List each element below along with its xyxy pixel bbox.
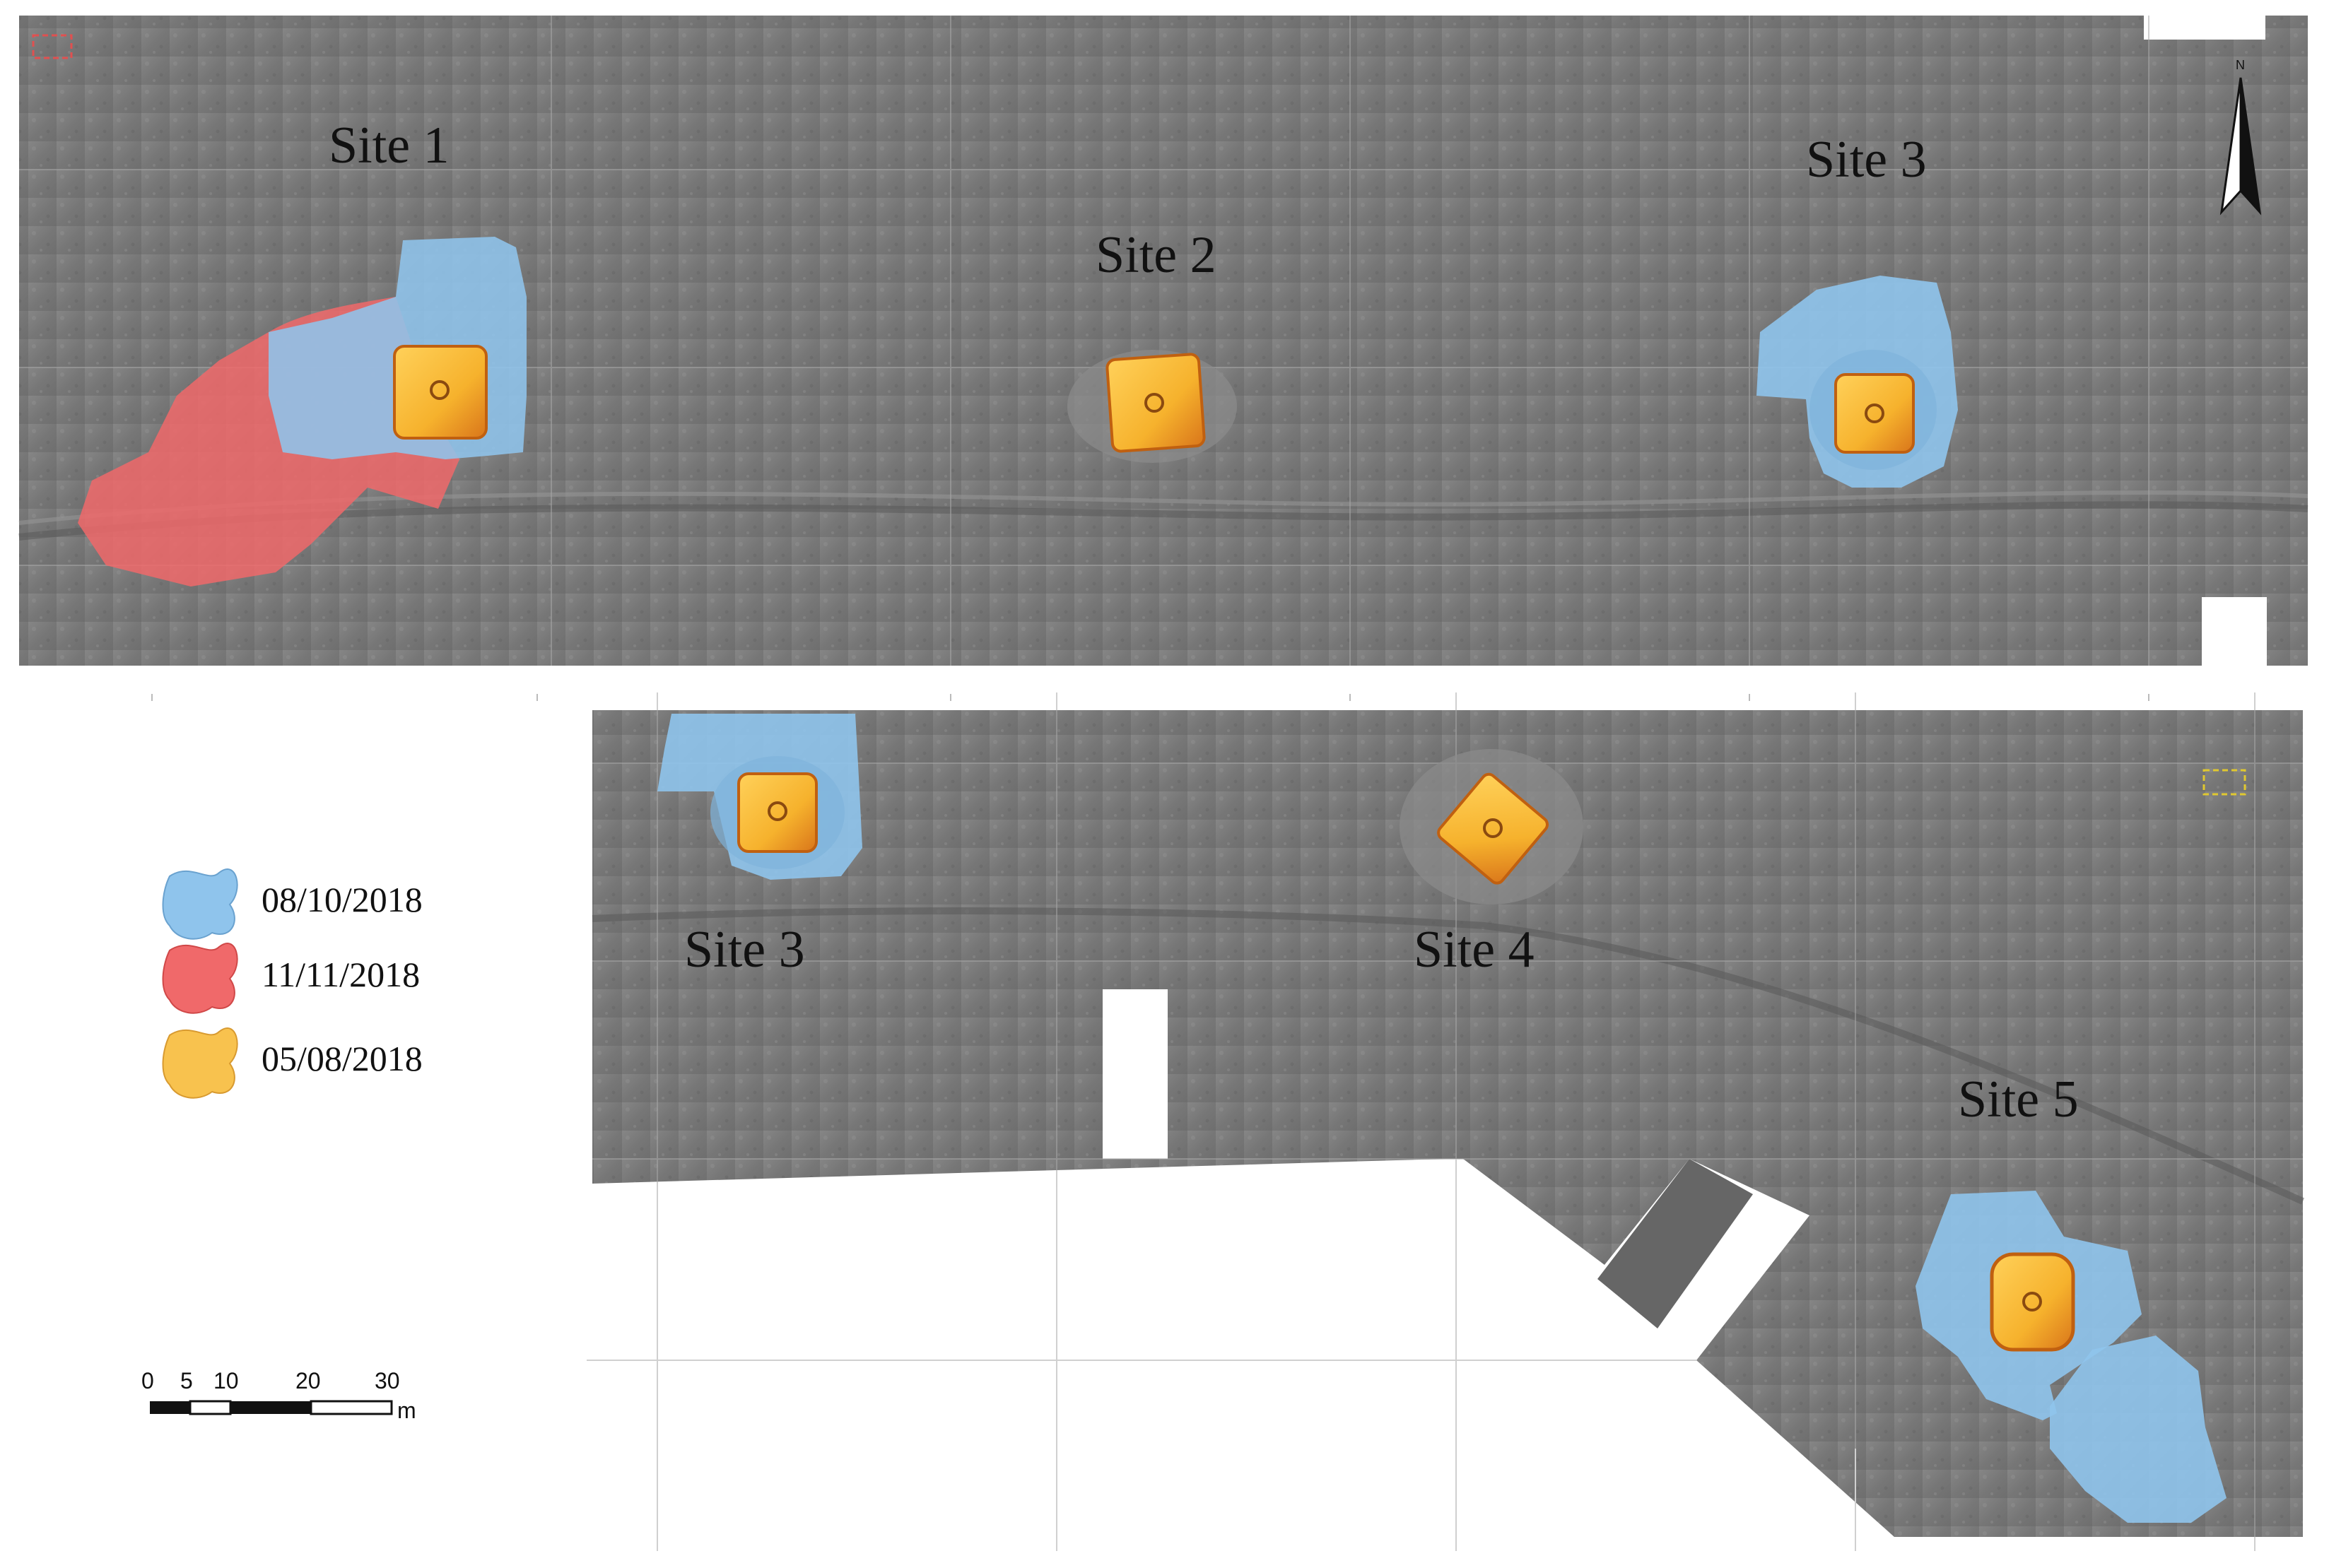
legend: 08/10/2018 11/11/2018 05/08/2018 [162,868,423,1099]
scale-tick-label: 0 [141,1368,154,1393]
top-frame-ticks [151,694,2149,701]
site-2-pad [1105,353,1206,453]
legend-item: 05/08/2018 [162,1027,423,1099]
site-label: Site 3 [684,921,805,979]
site-4-pad [1437,772,1549,885]
scale-tick-label: 30 [375,1368,400,1393]
site-5-area [1916,1191,2227,1523]
site-3-top-center-marker [1865,403,1884,423]
site-label: Site 2 [1096,226,1216,284]
north-arrow-right-half [2239,77,2262,216]
bottom-valley-line [592,907,2305,1205]
legend-label: 11/11/2018 [262,955,420,994]
site-4-area [1400,749,1583,904]
scale-unit: m [397,1398,416,1423]
site-4-center-marker [1483,818,1503,838]
legend-swatch-orange [162,1027,238,1099]
site-5-center-marker [2022,1292,2042,1311]
scale-tick-label: 10 [213,1368,239,1393]
scale-segment-1 [150,1401,190,1414]
site-3-bottom-area [657,714,862,880]
site-label: Site 5 [1958,1071,2079,1128]
site-3-top-area [1756,276,1958,488]
bottom-panel: Site 3 Site 4 Site 5 [587,692,2305,1551]
site-5-pad [1990,1252,2075,1352]
scale-tick-label: 5 [180,1368,193,1393]
scale-segment-2 [189,1400,232,1415]
site-label: Site 4 [1414,921,1535,979]
site-label: Site 3 [1806,131,1927,189]
bottom-dark-patch [1597,1159,1753,1328]
scale-segment-3 [230,1401,311,1414]
site-1-pad [393,345,488,440]
legend-swatch-red [162,943,238,1014]
site-3-bottom-center-marker [768,801,787,821]
site-3-top-pad [1834,373,1915,454]
legend-item: 08/10/2018 [162,868,423,940]
bottom-nodata-slot [1103,989,1168,1159]
site-2-center-marker [1144,393,1164,413]
scale-tick-label: 20 [295,1368,321,1393]
scale-bar: 0 5 10 20 30 m [141,1368,416,1423]
bottom-grid-outside [587,692,2255,1551]
legend-swatch-blue [162,868,238,940]
top-nodata-notch [2144,16,2265,40]
top-valley-line [18,501,2309,541]
locator-box-red [32,34,73,59]
locator-box-yellow [2202,769,2246,796]
top-valley-line-light [18,490,2309,525]
site-1-area [78,237,527,586]
legend-label: 08/10/2018 [262,880,423,919]
site-label: Site 1 [329,117,450,175]
bottom-hillshade [592,710,2303,1537]
legend-item: 11/11/2018 [162,943,420,1014]
top-panel: Site 1 Site 2 Site 3 N [18,16,2309,701]
legend-label: 05/08/2018 [262,1039,423,1078]
scale-segment-4 [310,1400,393,1415]
site-3-bottom-pad [737,772,818,853]
north-arrow-label: N [2236,58,2245,72]
top-nodata-block [2202,597,2267,666]
site-5-blue-survey-south [2050,1336,2227,1523]
site-1-center-marker [430,380,450,400]
north-arrow: N [2219,58,2262,216]
site-2-area [1067,350,1237,463]
